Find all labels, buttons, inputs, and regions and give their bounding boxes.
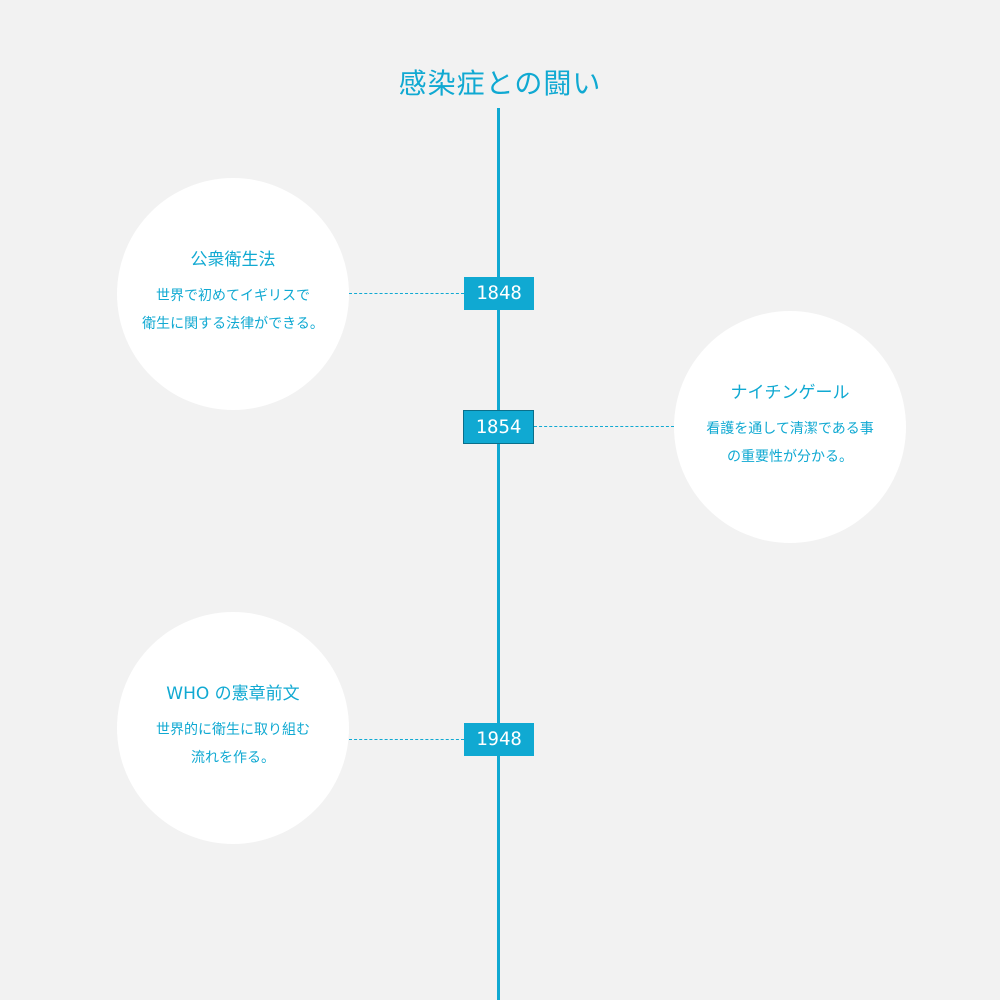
event-title: ナイチンゲール — [730, 382, 850, 403]
connector-1948 — [349, 739, 464, 740]
connector-1854 — [534, 426, 674, 427]
event-title: WHO の憲章前文 — [166, 683, 300, 704]
connector-1848 — [349, 293, 464, 294]
timeline-axis — [497, 108, 500, 1000]
event-circle-1948: WHO の憲章前文 世界的に衛生に取り組む 流れを作る。 — [117, 612, 349, 844]
year-badge-1854: 1854 — [463, 410, 534, 444]
event-description: 世界的に衛生に取り組む 流れを作る。 — [156, 721, 310, 766]
diagram-title: 感染症との闘い — [398, 67, 602, 100]
event-title: 公衆衛生法 — [190, 249, 276, 270]
year-badge-1848: 1848 — [464, 277, 534, 310]
year-badge-1948: 1948 — [464, 723, 534, 756]
event-circle-1854: ナイチンゲール 看護を通して清潔である事 の重要性が分かる。 — [674, 311, 906, 543]
event-description: 世界で初めてイギリスで 衛生に関する法律ができる。 — [142, 287, 324, 332]
event-circle-1848: 公衆衛生法 世界で初めてイギリスで 衛生に関する法律ができる。 — [117, 178, 349, 410]
event-description: 看護を通して清潔である事 の重要性が分かる。 — [706, 420, 874, 465]
